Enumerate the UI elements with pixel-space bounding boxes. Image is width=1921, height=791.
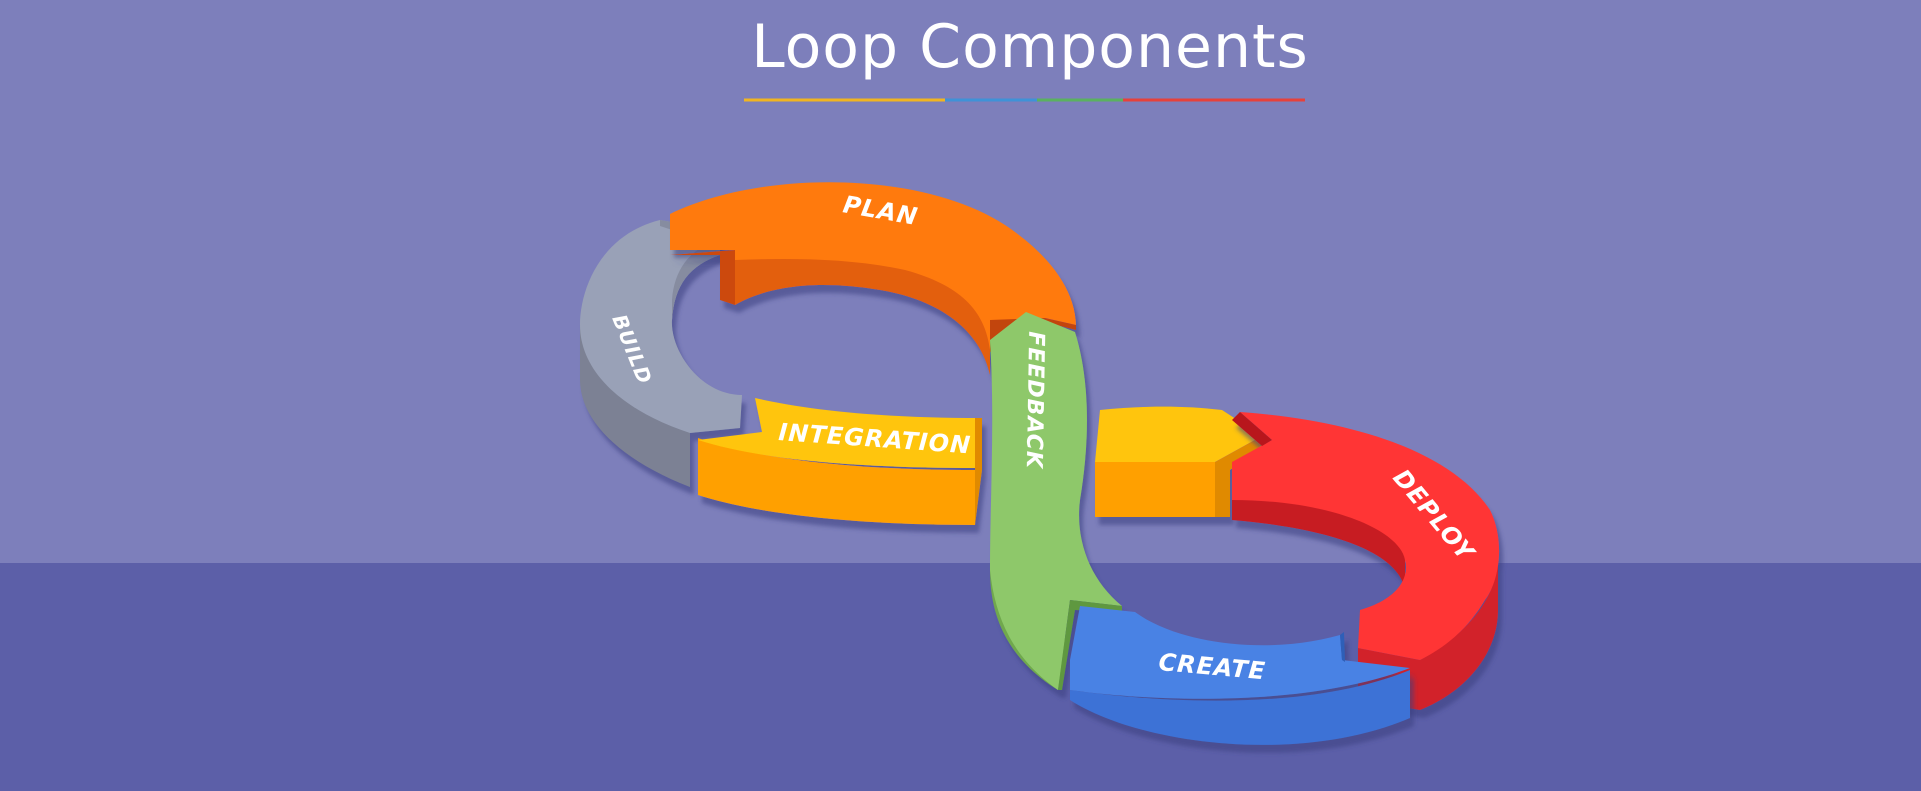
slide-title: Loop Components	[751, 12, 1309, 82]
segment-deploy: DEPLOY	[1232, 412, 1500, 710]
segment-label-feedback: FEEDBACK	[1021, 331, 1048, 470]
segment-feedback: FEEDBACK	[990, 312, 1122, 690]
segment-build: BUILD	[580, 220, 742, 487]
segment-integration-connector	[1095, 406, 1262, 517]
segment-plan: PLAN	[670, 182, 1076, 375]
background-floor	[0, 563, 1921, 791]
segment-integration: INTEGRATION	[698, 398, 982, 525]
segment-create: CREATE	[1070, 606, 1410, 745]
